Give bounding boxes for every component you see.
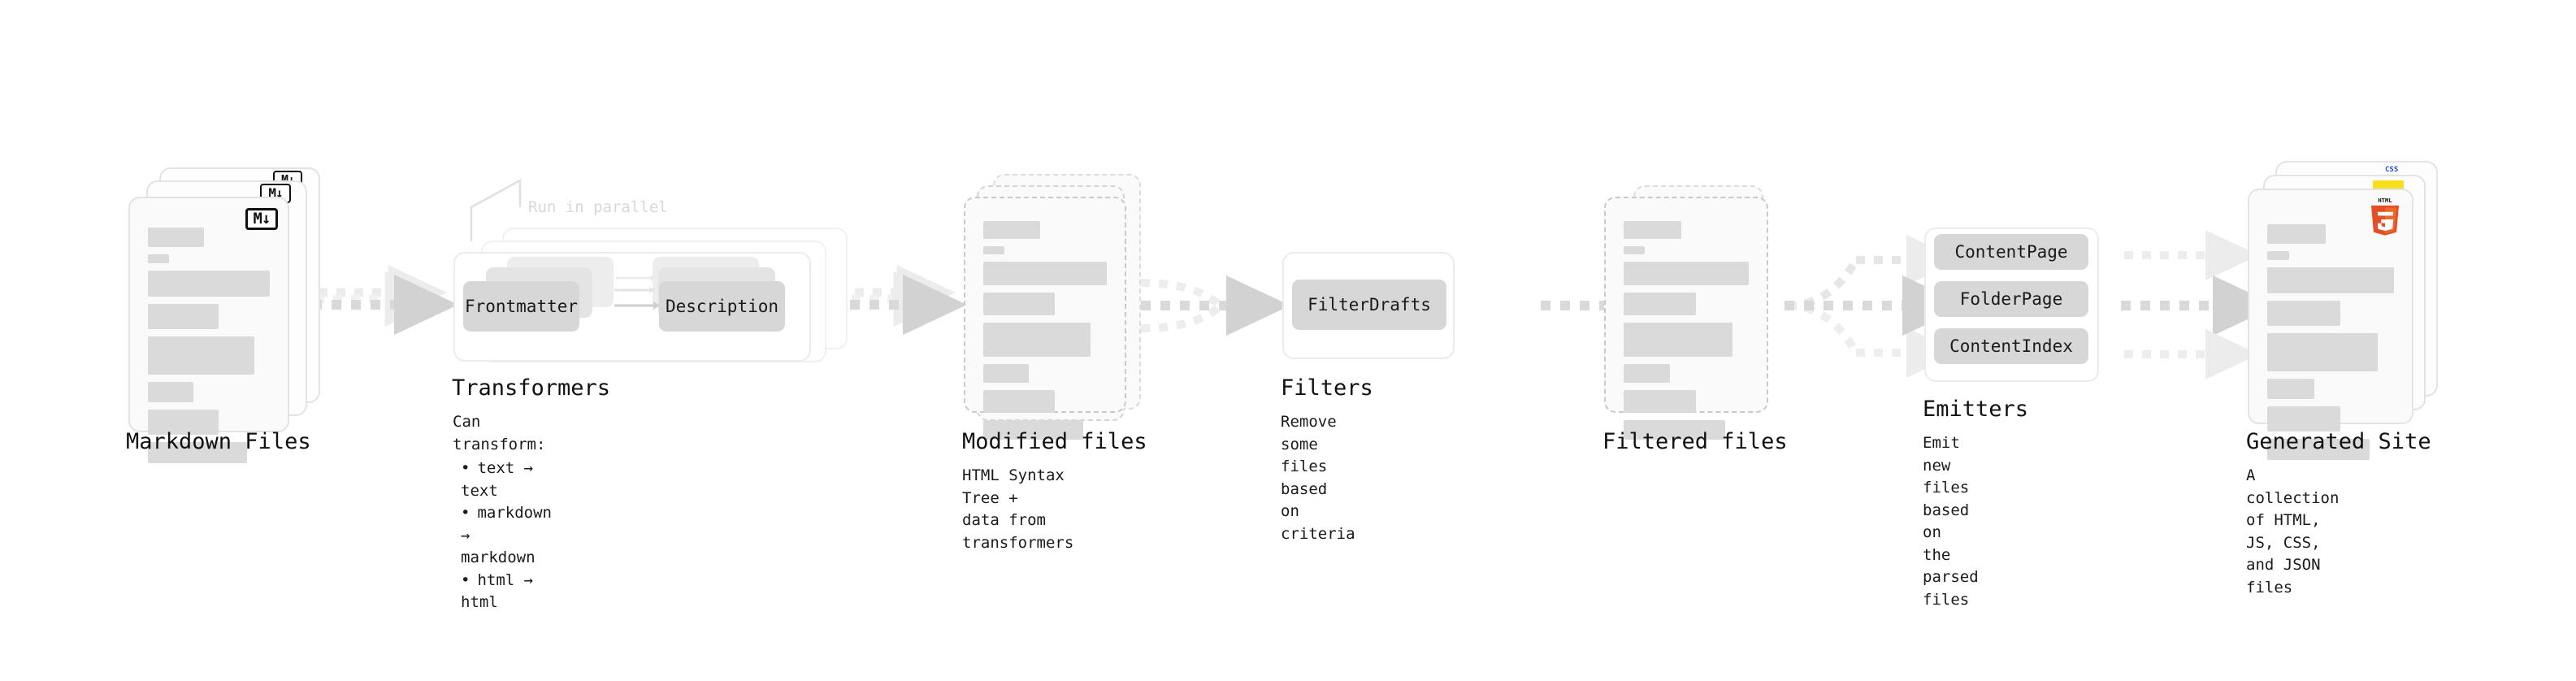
transformer-chip-description[interactable]: Description (659, 281, 785, 332)
skeleton-bar (983, 262, 1107, 285)
skeleton-bar (2267, 439, 2370, 460)
filters-description: Remove some files based on criteria (1281, 413, 1355, 543)
skeleton-bar (148, 410, 219, 435)
skeleton-bar (148, 442, 247, 463)
skeleton-bar (2267, 251, 2289, 260)
transformer-chip-frontmatter[interactable]: Frontmatter (463, 281, 579, 332)
modified-card-front (964, 197, 1126, 440)
skeleton-bar (983, 390, 1056, 413)
modified-files-title: Modified files (962, 429, 1147, 454)
emitters-title: Emitters (1923, 397, 2029, 422)
filtered-files-title: Filtered files (1602, 429, 1788, 454)
skeleton-bar (983, 221, 1040, 239)
skeleton-bar (1624, 390, 1697, 413)
skeleton-bar (2267, 224, 2326, 244)
arrow-markdown-to-transformers (312, 264, 458, 336)
skeleton-bar (2267, 379, 2314, 399)
markdown-icon: M↓ (245, 208, 278, 230)
emitter-chip-contentpage[interactable]: ContentPage (1934, 234, 2088, 270)
transformer-internal-arrows (614, 275, 660, 310)
site-skeleton (2267, 224, 2394, 467)
run-in-parallel-note: Run in parallel (528, 198, 668, 216)
skeleton-bar (983, 420, 1084, 440)
skeleton-bar (2267, 333, 2378, 371)
emitter-chip-contentindex[interactable]: ContentIndex (1934, 328, 2088, 364)
transformers-list-item: html → html (461, 570, 552, 614)
transformers-list-lead: Can transform: (453, 413, 546, 453)
skeleton-bar (1624, 420, 1725, 440)
emitters-description: Emit new files based on the parsed files (1923, 434, 1979, 609)
arrow-modified-to-filters (1140, 275, 1290, 336)
skeleton-bar (1624, 364, 1670, 383)
skeleton-bar (2267, 301, 2341, 326)
skeleton-bar (1624, 262, 1749, 285)
svg-text:HTML: HTML (2378, 197, 2392, 204)
markdown-files-title: Markdown Files (126, 429, 311, 454)
modified-skeleton (983, 221, 1107, 447)
skeleton-bar (983, 364, 1030, 383)
generated-site-description: A collection of HTML, JS, CSS, and JSON … (2246, 466, 2340, 596)
filters-title: Filters (1281, 375, 1373, 401)
transformers-list-item: text → text (461, 458, 552, 502)
arrow-filtered-to-emitters (1785, 235, 1967, 379)
filtered-skeleton (1624, 221, 1749, 447)
transformers-capability-list: Can transform: text → text markdown → ma… (453, 411, 552, 614)
skeleton-bar (2267, 267, 2394, 293)
skeleton-bar (148, 254, 169, 263)
skeleton-bar (1624, 246, 1646, 254)
skeleton-bar (148, 382, 193, 402)
skeleton-bar (1624, 293, 1697, 315)
skeleton-bar (2267, 406, 2341, 432)
generated-site-title: Generated Site (2246, 429, 2431, 454)
skeleton-bar (1624, 221, 1681, 239)
skeleton-bar (148, 228, 204, 247)
transformers-list-item: markdown → markdown (461, 502, 552, 570)
modified-files-description: HTML Syntax Tree + data from transformer… (962, 466, 1074, 552)
skeleton-bar (148, 271, 270, 297)
site-card-front: HTML (2248, 189, 2413, 460)
css-icon-label: CSS (2385, 166, 2399, 174)
transformers-title: Transformers (452, 375, 611, 401)
arrow-emitters-to-site (2121, 230, 2277, 380)
filtered-card-front (1604, 197, 1768, 440)
skeleton-bar (1624, 323, 1733, 357)
emitter-chip-folderpage[interactable]: FolderPage (1934, 281, 2088, 317)
markdown-skeleton (148, 228, 270, 471)
skeleton-bar (148, 304, 219, 329)
skeleton-bar (983, 323, 1091, 357)
markdown-card-front: M↓ (128, 197, 289, 463)
skeleton-bar (983, 293, 1056, 315)
html5-icon: HTML (2370, 197, 2400, 236)
filter-chip-filterdrafts[interactable]: FilterDrafts (1292, 280, 1446, 330)
skeleton-bar (148, 336, 254, 375)
skeleton-bar (983, 246, 1004, 254)
